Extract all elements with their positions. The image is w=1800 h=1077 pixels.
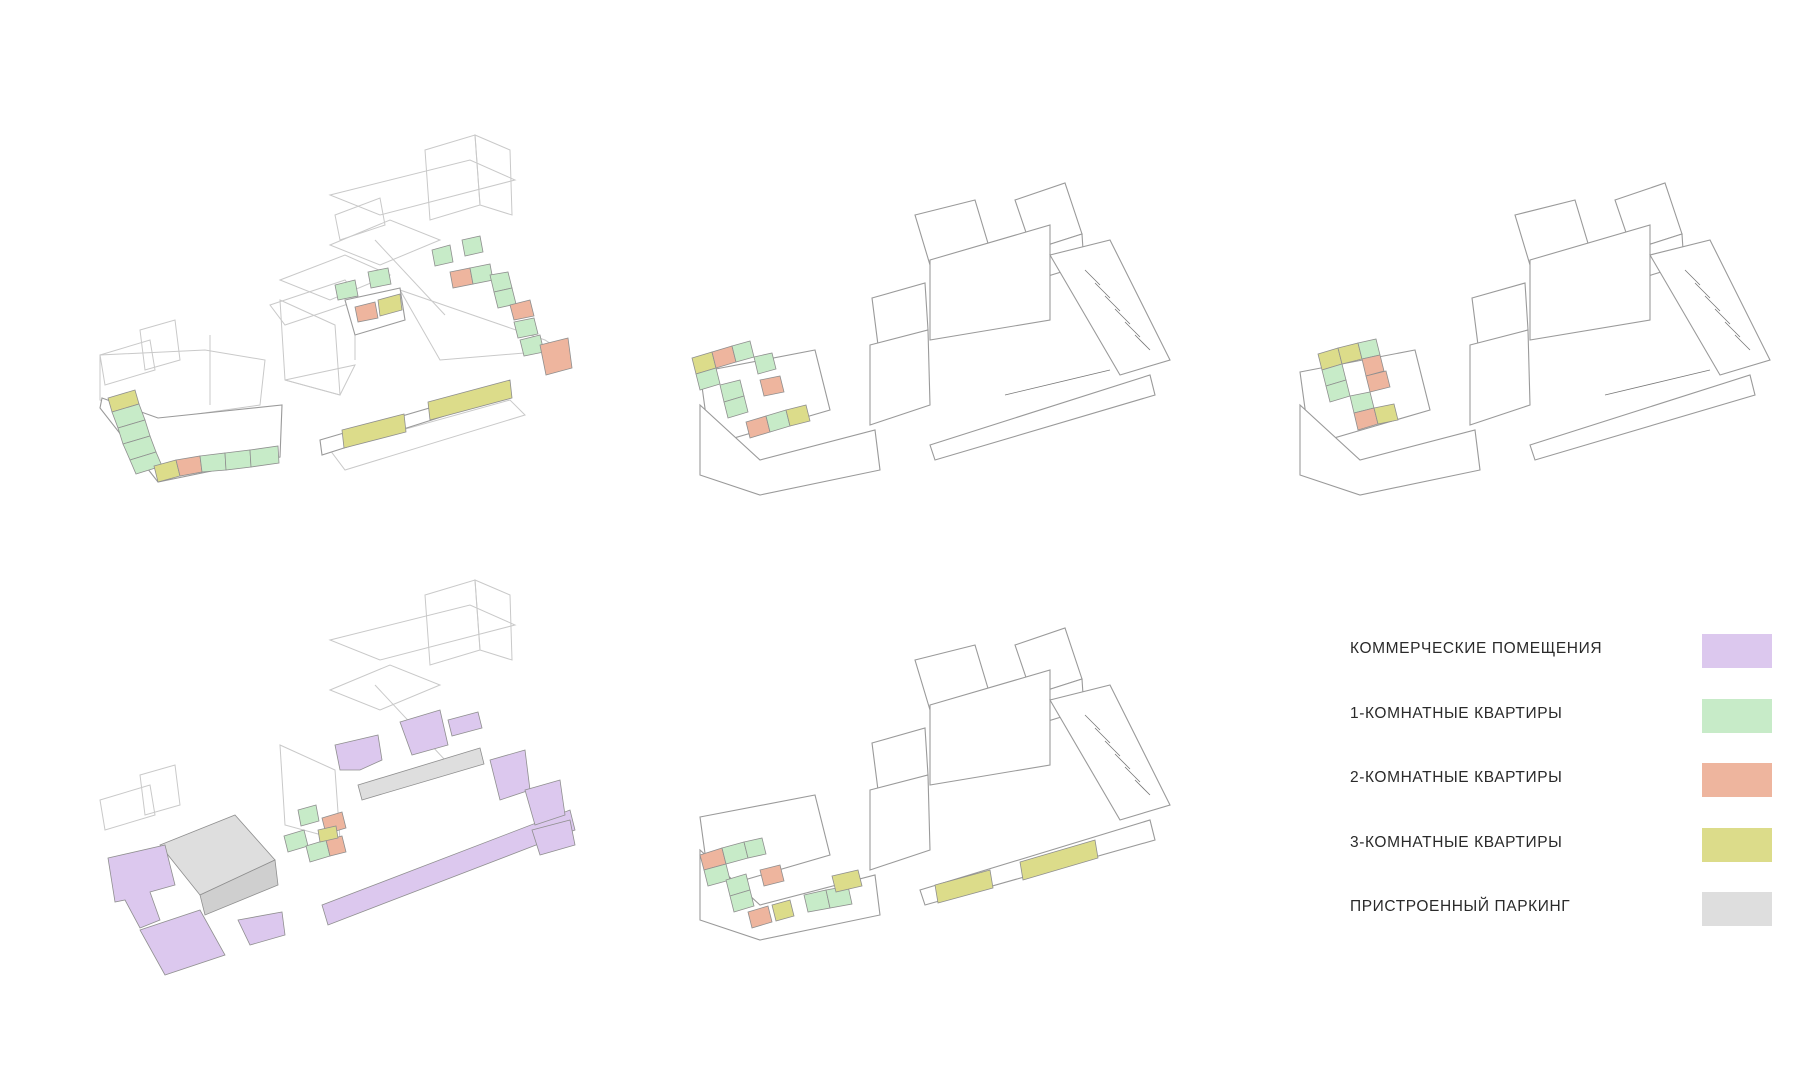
units: [1317, 338, 1399, 431]
legend-label: 1-КОМНАТНЫЕ КВАРТИРЫ: [1350, 704, 1563, 722]
legend-label: 3-КОМНАТНЫЕ КВАРТИРЫ: [1350, 833, 1563, 851]
legend-swatch: [1702, 892, 1772, 926]
diagram-top-right: [1299, 182, 1771, 496]
legend-item-parking: ПРИСТРОЕННЫЙ ПАРКИНГ: [1350, 892, 1772, 957]
commercial-units: [107, 709, 576, 976]
units: [691, 340, 811, 439]
legend-item-three-room: 3-КОМНАТНЫЕ КВАРТИРЫ: [1350, 827, 1772, 893]
legend-item-commercial: КОММЕРЧЕСКИЕ ПОМЕЩЕНИЯ: [1350, 634, 1772, 699]
diagram-top-left: [99, 134, 573, 483]
legend-swatch: [1702, 698, 1772, 733]
legend-item-two-room: 2-КОМНАТНЫЕ КВАРТИРЫ: [1350, 763, 1772, 828]
legend-label: 2-КОМНАТНЫЕ КВАРТИРЫ: [1350, 769, 1563, 786]
parking-strip: [357, 747, 485, 801]
units: [699, 837, 1099, 929]
legend-swatch: [1702, 763, 1772, 797]
residential-units: [283, 804, 347, 863]
legend-item-one-room: 1-КОМНАТНЫЕ КВАРТИРЫ: [1350, 698, 1772, 764]
legend: КОММЕРЧЕСКИЕ ПОМЕЩЕНИЯ 1-КОМНАТНЫЕ КВАРТ…: [1350, 634, 1772, 957]
terrace-steps: [1084, 269, 1151, 351]
legend-swatch: [1702, 634, 1772, 668]
diagram-bottom-left: [99, 579, 576, 976]
north-units: [334, 235, 573, 376]
legend-label: КОММЕРЧЕСКИЕ ПОМЕЩЕНИЯ: [1350, 640, 1603, 657]
south-bar-units: [341, 379, 513, 449]
legend-label: ПРИСТРОЕННЫЙ ПАРКИНГ: [1350, 898, 1571, 915]
diagram-top-middle: [691, 182, 1171, 496]
legend-swatch: [1702, 827, 1772, 862]
diagram-bottom-middle: [699, 627, 1171, 941]
west-wing-units: [107, 389, 280, 483]
